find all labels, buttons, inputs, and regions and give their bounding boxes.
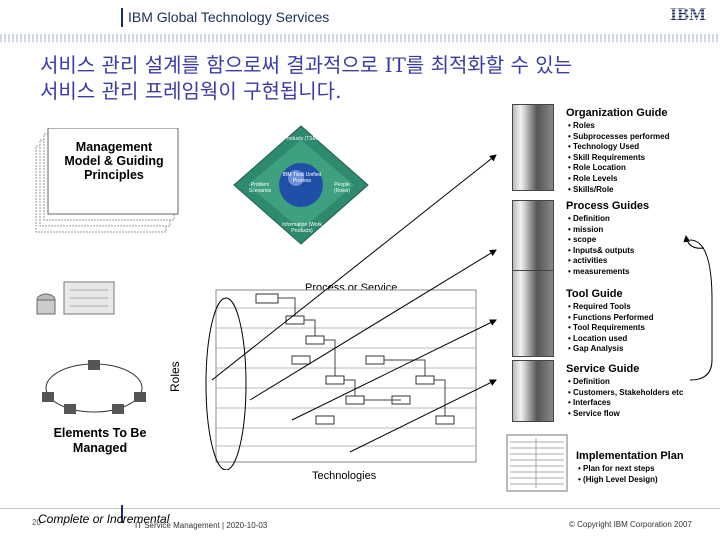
tool-guide-title: Tool Guide (566, 288, 623, 300)
footer-note: Complete or Incremental (38, 512, 170, 526)
title-line-1: 서비스 관리 설계를 함으로써 결과적으로 IT를 최적화할 수 있는 (40, 53, 573, 77)
tool-guide-book (512, 270, 554, 357)
list-item: Skills/Role (568, 185, 670, 196)
footer-divider (121, 505, 123, 523)
unified-process-diamond (233, 125, 369, 245)
header-title: IBM Global Technology Services (128, 9, 330, 25)
organization-guide-title: Organization Guide (566, 107, 668, 119)
list-item: Technology Used (568, 142, 670, 153)
implementation-plan-list: Plan for next steps (High Level Design) (578, 464, 658, 485)
list-item: measurements (568, 267, 634, 278)
list-item: Customers, Stakeholders etc (568, 388, 683, 399)
header-divider (121, 8, 123, 27)
organization-guide-book (512, 104, 554, 191)
management-model-label: Management Model & Guiding Principles (64, 140, 164, 182)
list-item: Inputs& outputs (568, 246, 634, 257)
service-guide-book (512, 360, 554, 422)
tool-guide-list: Required Tools Functions Performed Tool … (568, 302, 653, 355)
list-item: activities (568, 256, 634, 267)
copyright: © Copyright IBM Corporation 2007 (569, 520, 692, 529)
footer-course: IT Service Management | 2020-10-03 (135, 521, 268, 530)
list-item: Gap Analysis (568, 344, 653, 355)
list-item: Required Tools (568, 302, 653, 313)
list-item: Plan for next steps (578, 464, 658, 475)
title-line-2: 서비스 관리 프레임웍이 구현됩니다. (40, 79, 342, 103)
diamond-left-label: Problem Scenarios (248, 182, 272, 194)
page-number: 20 (32, 518, 41, 527)
list-item: Definition (568, 377, 683, 388)
list-item: Subprocesses performed (568, 132, 669, 143)
list-item: Role Levels (568, 174, 670, 185)
process-swimlane-diagram (205, 289, 477, 470)
list-item: Skill Requirements (568, 153, 670, 164)
service-guide-list: Definition Customers, Stakeholders etc I… (568, 377, 683, 419)
list-item: Tool Requirements (568, 323, 653, 334)
footer-rule (0, 508, 720, 509)
list-item: (High Level Design) (578, 475, 658, 486)
elements-label: Elements To Be Managed (53, 426, 147, 455)
diamond-top-label: Products (TSMM) (283, 136, 323, 142)
implementation-plan-sheet (506, 434, 568, 492)
implementation-plan-title: Implementation Plan (576, 450, 684, 462)
list-item: Service flow (568, 409, 683, 420)
list-item: scope (568, 235, 634, 246)
service-guide-title: Service Guide (566, 363, 640, 375)
list-item: Location used (568, 334, 653, 345)
process-guides-list: Definition mission scope Inputs& outputs… (568, 214, 634, 278)
process-guide-book (512, 200, 554, 272)
organization-guide-list: Roles Subprocesses performed Technology … (568, 121, 670, 196)
diamond-right-label: People (Roles) (333, 182, 351, 194)
elements-cluster (36, 281, 146, 414)
list-item: mission (568, 225, 634, 236)
list-item: Definition (568, 214, 634, 225)
list-item: Roles (568, 121, 670, 132)
diamond-bottom-label: Information (Work Products) (282, 222, 322, 234)
management-model-stack (35, 128, 179, 233)
process-guides-title: Process Guides (566, 200, 650, 212)
ibm-logo: IBM (664, 4, 712, 24)
list-item: Role Location (568, 163, 670, 174)
header-rule (0, 34, 720, 42)
list-item: Interfaces (568, 398, 683, 409)
slide-title: 서비스 관리 설계를 함으로써 결과적으로 IT를 최적화할 수 있는 서비스 … (40, 52, 572, 104)
technologies-label: Technologies (312, 470, 377, 482)
list-item: Functions Performed (568, 313, 653, 324)
diamond-center-label: IBM Tivoli Unified Process (282, 172, 322, 184)
